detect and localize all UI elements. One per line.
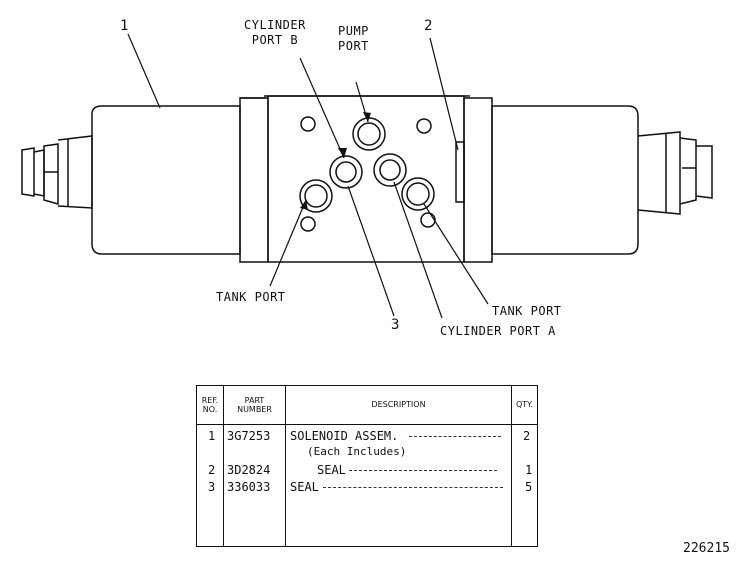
right-solenoid <box>491 105 639 255</box>
left-connector <box>21 147 35 197</box>
tank-port-left <box>299 179 333 213</box>
ref-number-2: 2 <box>424 18 433 34</box>
tank-port-left-label: TANK PORT <box>216 290 286 304</box>
table-row: 3 336033 SEAL 5 <box>208 480 533 494</box>
ref-number-1: 1 <box>120 18 129 34</box>
cylinder-port-a <box>373 153 407 187</box>
header-ref-no: REF. NO. <box>201 396 219 414</box>
tank-port-right-label: TANK PORT <box>492 304 562 318</box>
mount-hole <box>420 212 436 228</box>
table-divider <box>223 386 224 546</box>
ref-number-3: 3 <box>391 317 400 333</box>
tank-port-right <box>401 177 435 211</box>
cylinder-port-b-label: CYLINDER PORT B <box>244 18 306 47</box>
valve-drawing <box>21 33 713 319</box>
table-divider <box>511 386 512 546</box>
cylinder-port-b <box>329 155 363 189</box>
header-part-number: PART NUMBER <box>237 396 272 414</box>
mount-hole <box>300 116 316 132</box>
parts-table: REF. NO. PART NUMBER DESCRIPTION QTY. 1 … <box>196 385 538 547</box>
table-row: (Each Includes) <box>307 445 407 458</box>
table-header-divider <box>197 424 537 425</box>
table-row: 2 3D2824 SEAL 1 <box>208 463 533 477</box>
drawing-number: 226215 <box>683 541 730 556</box>
header-description: DESCRIPTION <box>371 400 426 409</box>
left-solenoid <box>91 105 241 255</box>
cylinder-port-a-label: CYLINDER PORT A <box>440 324 556 338</box>
table-divider <box>285 386 286 546</box>
mount-hole <box>416 118 432 134</box>
header-qty: QTY. <box>516 400 533 409</box>
mount-hole <box>300 216 316 232</box>
table-row: 1 3G7253 SOLENOID ASSEM. 2 <box>208 429 531 443</box>
right-connector <box>637 131 681 215</box>
pump-port-label: PUMP PORT <box>338 24 369 53</box>
